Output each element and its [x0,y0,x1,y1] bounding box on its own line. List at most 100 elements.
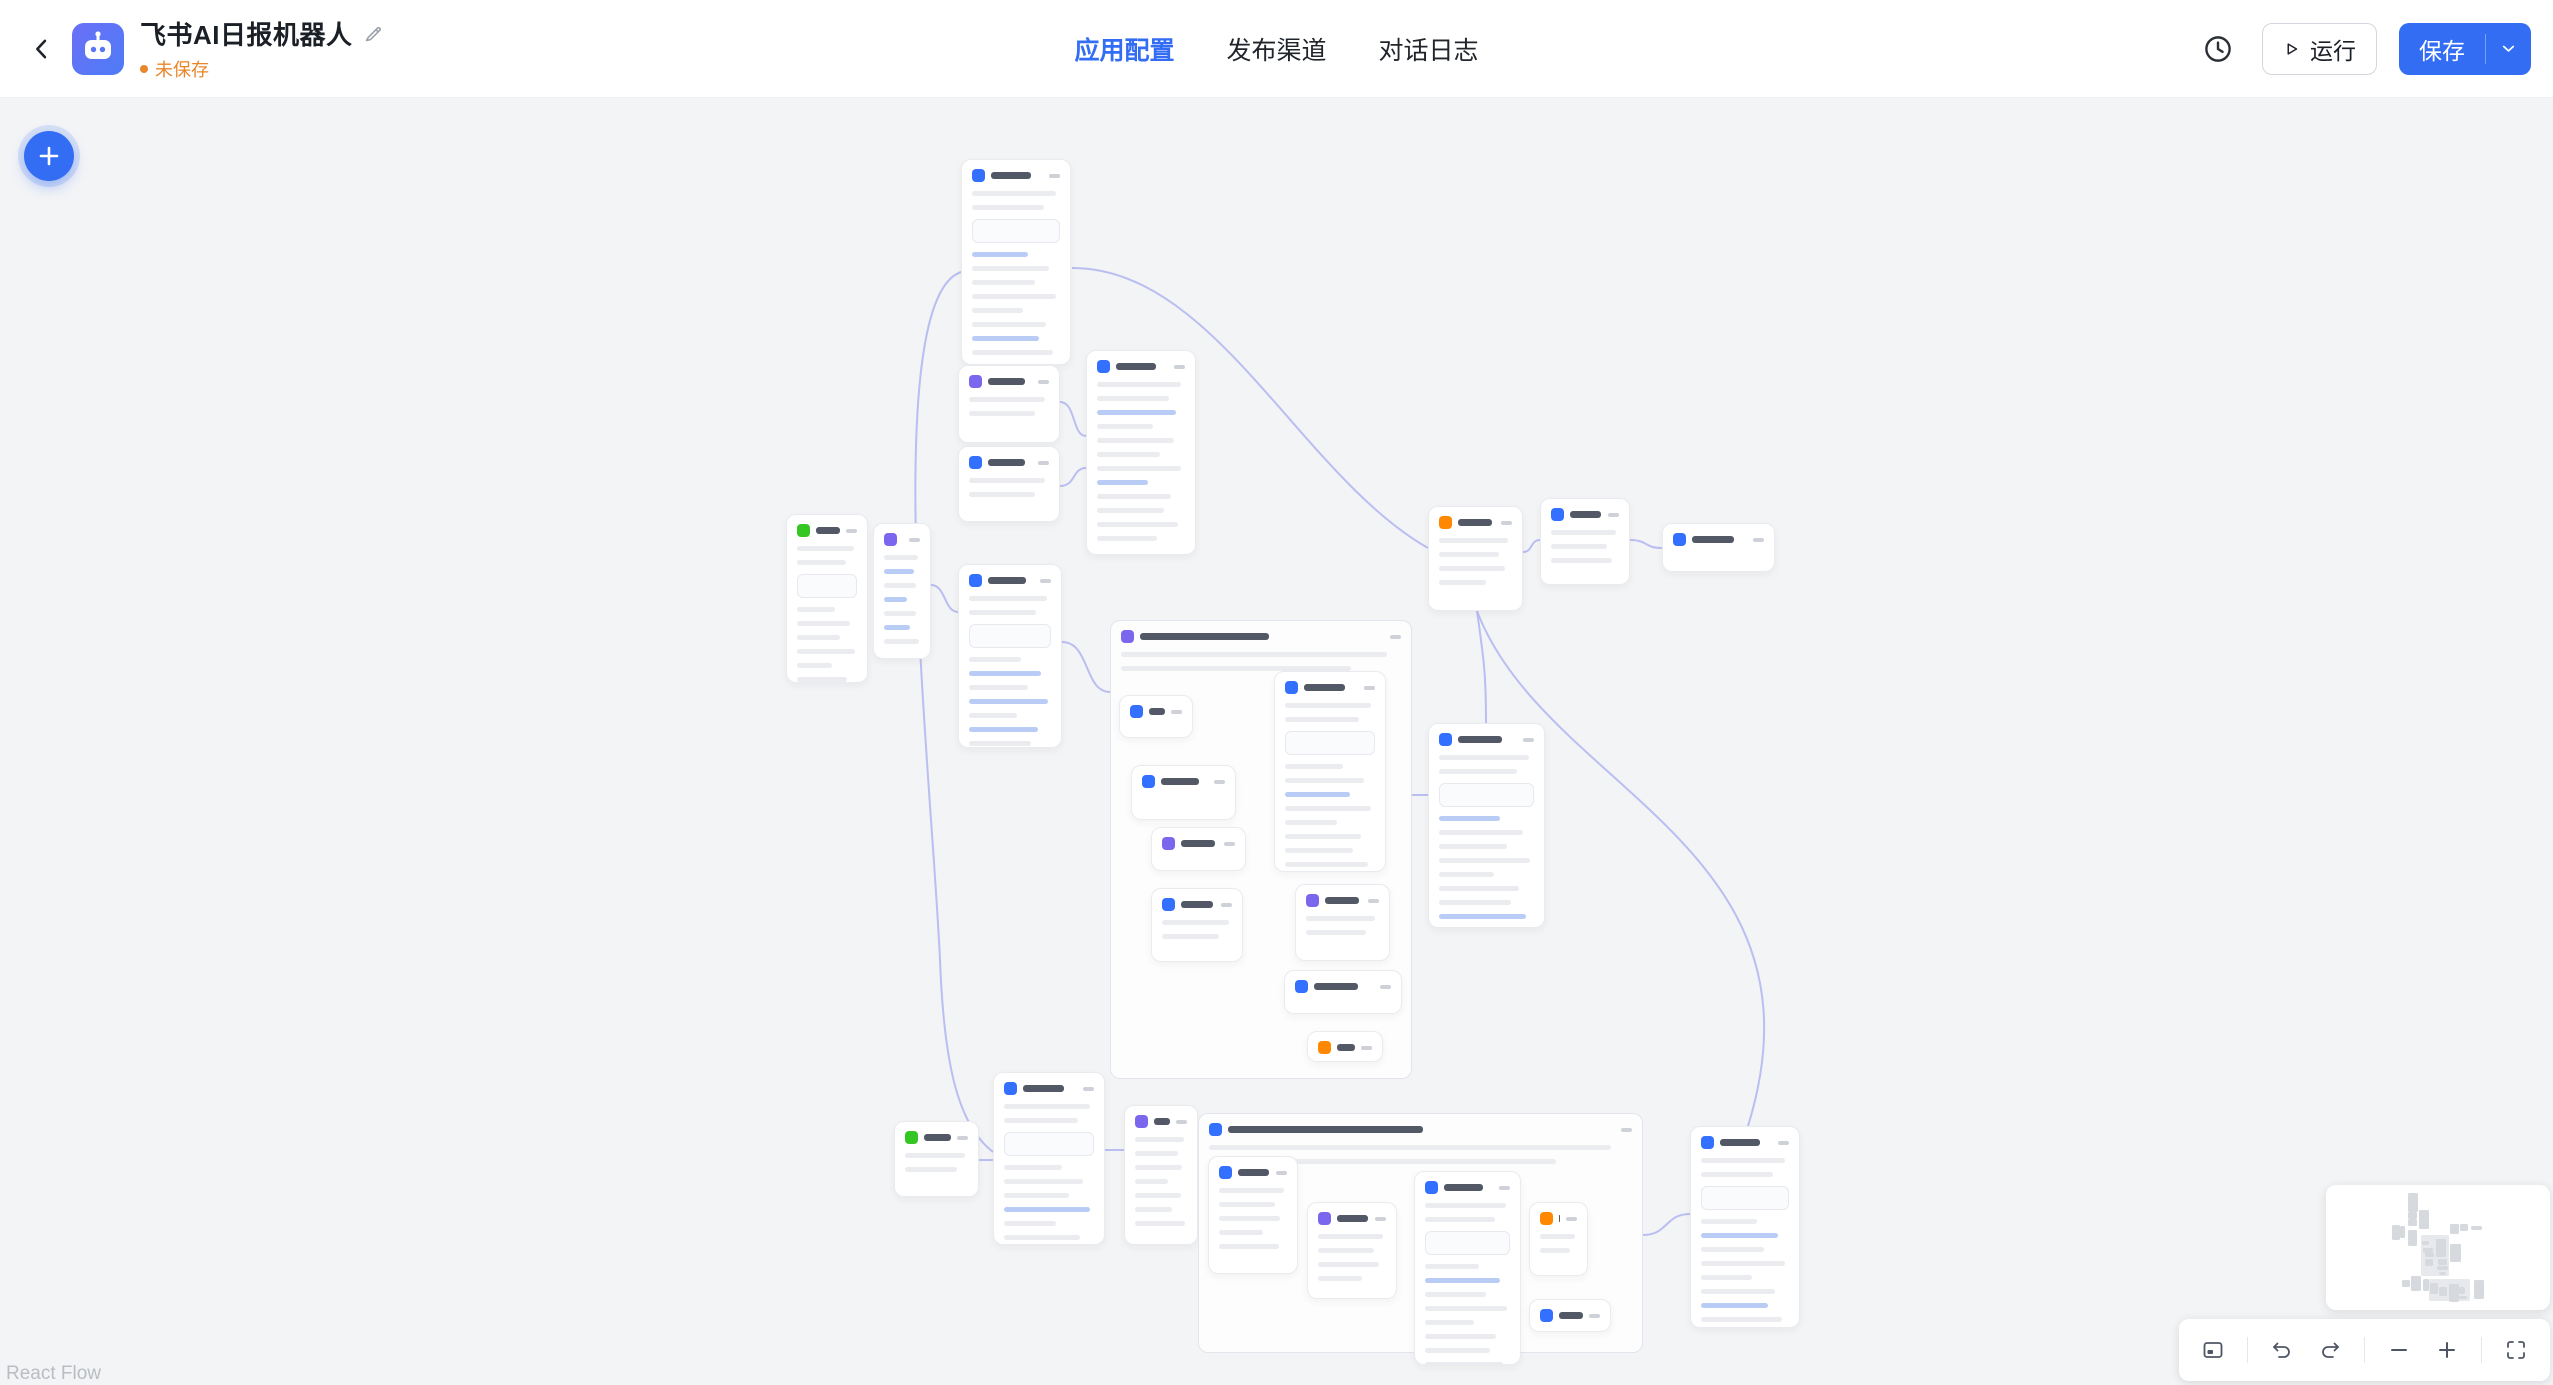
node-line-skeleton [1439,830,1523,835]
flow-node[interactable] [1662,523,1775,572]
node-more-icon[interactable] [1589,1313,1600,1318]
node-line-skeleton [797,621,850,626]
flow-node[interactable] [1124,1105,1198,1245]
node-line-skeleton [1439,914,1527,919]
node-field-skeleton [1701,1186,1789,1210]
node-more-icon[interactable] [1566,1216,1577,1221]
node-line-skeleton [1004,1235,1080,1240]
node-title-skeleton [1337,1044,1355,1051]
tab-conversation-logs[interactable]: 对话日志 [1378,36,1479,65]
node-more-icon[interactable] [1038,379,1049,384]
zoom-in-button[interactable] [2425,1328,2469,1372]
node-more-icon[interactable] [1364,685,1375,690]
node-icon [797,524,810,537]
node-line-skeleton [1097,452,1161,457]
minimap-node [2400,1225,2406,1239]
node-line-skeleton [797,546,854,551]
flow-node[interactable] [958,446,1060,522]
flow-node[interactable] [1428,506,1523,611]
history-button[interactable] [2196,27,2240,71]
flow-node[interactable] [873,523,931,659]
node-panel-button[interactable] [2191,1328,2235,1372]
node-line-skeleton [1701,1247,1765,1252]
node-more-icon[interactable] [1778,1140,1789,1145]
node-more-icon[interactable] [1380,984,1391,989]
flow-node[interactable] [958,365,1060,443]
add-node-button[interactable] [24,131,74,181]
flow-node[interactable] [1151,888,1243,962]
node-more-icon[interactable] [1608,512,1619,517]
flow-node[interactable] [958,564,1062,748]
zoom-out-button[interactable] [2377,1328,2421,1372]
node-more-icon[interactable] [1753,537,1764,542]
flow-node[interactable] [1131,765,1236,820]
save-button[interactable]: 保存 [2399,23,2485,75]
board-icon [2201,1338,2225,1362]
node-line-skeleton [1219,1244,1279,1249]
node-more-icon[interactable] [1214,779,1225,784]
node-more-icon[interactable] [846,528,857,533]
node-line-skeleton [1425,1348,1490,1353]
node-more-icon[interactable] [1621,1127,1632,1132]
node-more-icon[interactable] [1171,709,1182,714]
node-more-icon[interactable] [1174,364,1185,369]
flow-node[interactable] [993,1072,1105,1245]
flow-node[interactable] [1414,1171,1521,1365]
flow-node[interactable] [1529,1202,1588,1276]
node-more-icon[interactable] [1176,1119,1187,1124]
header-actions: 运行 保存 [2196,22,2531,75]
node-title-skeleton [1023,1085,1065,1092]
back-button[interactable] [22,29,62,69]
flow-node[interactable] [1284,970,1402,1014]
node-more-icon[interactable] [1221,902,1232,907]
node-more-icon[interactable] [1499,1185,1510,1190]
node-more-icon[interactable] [1038,460,1049,465]
node-more-icon[interactable] [1224,841,1235,846]
node-more-icon[interactable] [1276,1170,1287,1175]
minimap[interactable] [2326,1185,2550,1310]
node-more-icon[interactable] [957,1135,968,1140]
node-more-icon[interactable] [1501,520,1512,525]
flow-node[interactable] [1540,498,1630,585]
flow-node[interactable] [1208,1156,1298,1274]
flow-node[interactable] [1119,695,1193,738]
node-line-skeleton [1318,1276,1362,1281]
node-more-icon[interactable] [1040,578,1051,583]
node-more-icon[interactable] [1390,634,1401,639]
flow-node[interactable] [1151,827,1246,871]
node-more-icon[interactable] [1083,1086,1094,1091]
node-more-icon[interactable] [1361,1045,1372,1050]
node-line-skeleton [1004,1118,1078,1123]
run-button[interactable]: 运行 [2262,22,2377,75]
node-line-skeleton [884,569,914,574]
minimap-node [2471,1225,2482,1231]
save-more-button[interactable] [2486,23,2531,75]
flow-node[interactable] [1274,671,1386,872]
flow-node[interactable] [786,514,868,683]
node-title-skeleton [1458,736,1502,743]
node-icon [1162,837,1175,850]
flow-node[interactable] [1307,1202,1397,1299]
undo-button[interactable] [2260,1328,2304,1372]
flow-node[interactable] [1529,1299,1611,1332]
tab-app-config[interactable]: 应用配置 [1074,36,1175,65]
undo-icon [2270,1338,2294,1362]
flow-node[interactable] [1086,350,1196,555]
flow-node[interactable] [1307,1031,1383,1062]
flow-node[interactable] [961,159,1071,365]
edit-title-icon[interactable] [363,23,384,44]
flow-node[interactable] [1690,1126,1800,1328]
fit-view-button[interactable] [2494,1328,2538,1372]
node-more-icon[interactable] [1049,173,1060,178]
flow-node[interactable] [1295,884,1390,961]
node-more-icon[interactable] [909,537,920,542]
redo-button[interactable] [2308,1328,2352,1372]
node-more-icon[interactable] [1368,898,1379,903]
node-more-icon[interactable] [1523,737,1534,742]
node-line-skeleton [1425,1278,1500,1283]
tab-publish-channels[interactable]: 发布渠道 [1226,36,1327,65]
flow-node[interactable] [1428,723,1545,928]
flow-node[interactable] [894,1121,979,1197]
node-more-icon[interactable] [1375,1216,1386,1221]
